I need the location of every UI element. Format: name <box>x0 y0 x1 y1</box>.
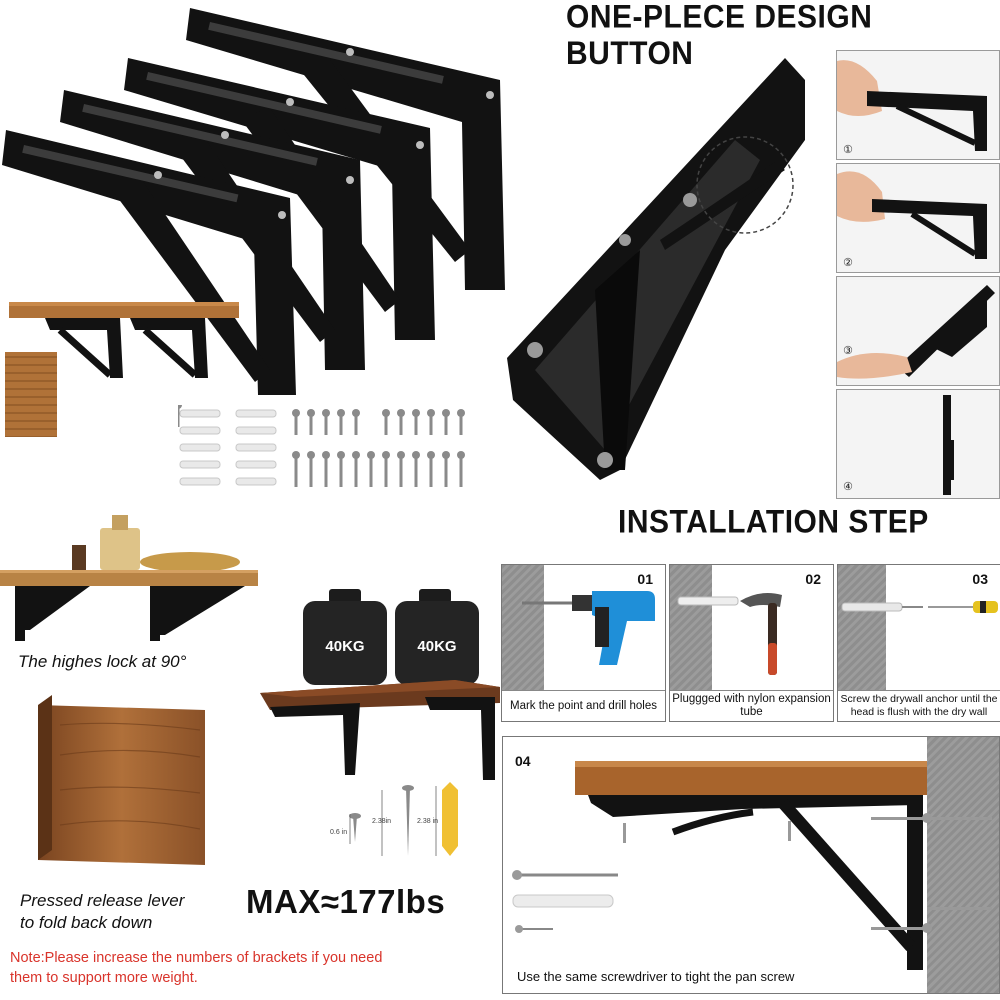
release-caption-2: to fold back down <box>20 913 153 932</box>
dim-long: 2.38 in <box>417 818 439 825</box>
stacked-brackets-image <box>2 8 505 395</box>
note-line-1: Note:Please increase the numbers of brac… <box>10 950 383 966</box>
dim-mid: 2.38in <box>372 818 392 825</box>
dim-short: 0.6 in <box>330 829 348 836</box>
install-step-02: 02 Pluggged with nylon expansion tube <box>669 564 834 722</box>
weight-demo-image <box>260 589 500 780</box>
hardware-kit-image <box>174 401 478 500</box>
folding-shelf-image <box>5 302 239 437</box>
weight-label-right: 40KG <box>417 638 457 655</box>
design-button-heading: ONE-PLECE DESIGN BUTTON <box>566 0 873 72</box>
note-line-2: them to support more weight. <box>10 970 198 986</box>
fold-step-1-number: ① <box>843 143 853 156</box>
screwdriver-icon <box>841 601 998 613</box>
fold-step-2-number: ② <box>843 256 853 269</box>
max-load-label: MAX≈177lbs <box>246 883 446 920</box>
install-step-04-caption: Use the same screwdriver to tight the pa… <box>517 969 795 984</box>
screw-dimension-image <box>349 782 458 856</box>
fold-step-2: ② <box>836 163 1000 273</box>
lock-caption: The highes lock at 90° <box>18 652 187 671</box>
install-step-03-number: 03 <box>972 571 988 587</box>
shelf-90-lock-image <box>0 515 258 641</box>
install-step-03-caption: Screw the drywall anchor until the head … <box>838 690 1000 721</box>
mounted-shelf-icon <box>512 761 992 970</box>
install-step-01-caption: Mark the point and drill holes <box>502 690 665 721</box>
release-caption-1: Pressed release lever <box>20 891 185 910</box>
drill-icon <box>522 591 655 665</box>
install-step-02-caption: Pluggged with nylon expansion tube <box>670 690 833 721</box>
bracket-closeup-image <box>507 58 805 480</box>
install-step-01-number: 01 <box>637 571 653 587</box>
drywall-section <box>927 737 999 993</box>
install-step-03: 03 Screw the drywall anchor until the he… <box>837 564 1000 722</box>
folded-board-image <box>38 695 205 865</box>
weight-label-left: 40KG <box>325 638 365 655</box>
fold-step-3-number: ③ <box>843 344 853 357</box>
install-heading: INSTALLATION STEP <box>618 504 929 541</box>
fold-step-4: ④ <box>836 389 1000 499</box>
fold-step-1: ① <box>836 50 1000 160</box>
install-step-02-number: 02 <box>805 571 821 587</box>
install-step-04-number: 04 <box>515 753 531 769</box>
fold-step-3: ③ <box>836 276 1000 386</box>
hammer-icon <box>677 593 782 675</box>
install-step-01: 01 Mark the point and drill holes <box>501 564 666 722</box>
install-step-04: 04 Use the same screwdriver to tight the… <box>502 736 1000 994</box>
fold-step-4-number: ④ <box>843 480 853 493</box>
